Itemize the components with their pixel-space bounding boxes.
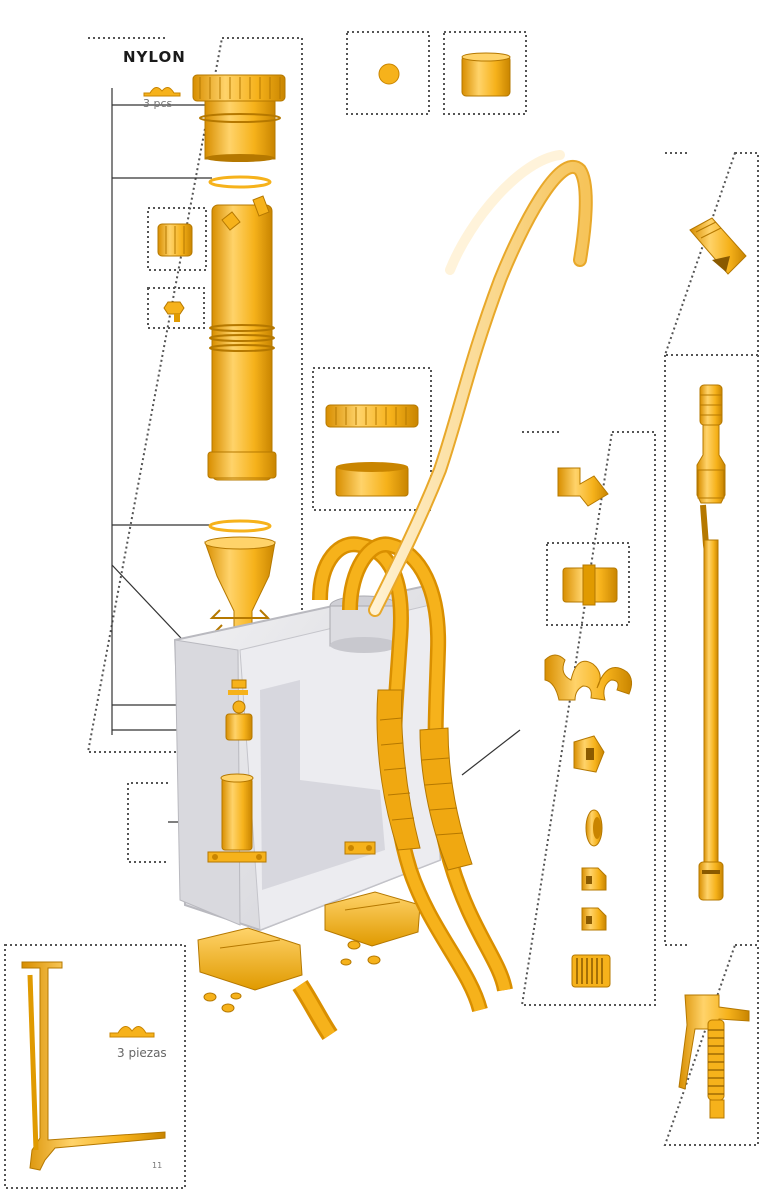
tank-outlet-fitting	[344, 841, 376, 855]
nozzle-tip-a	[581, 867, 607, 891]
frame-ball	[346, 31, 430, 115]
coupling-sleeve	[461, 52, 511, 97]
frame-coupling	[443, 31, 527, 115]
tank-cap	[325, 404, 419, 497]
frame-nylon-pump	[86, 37, 303, 753]
frame-lance	[664, 355, 759, 945]
clip-icon-es	[109, 1026, 155, 1038]
frame-fittings	[520, 431, 656, 1006]
frame-left-small	[127, 782, 168, 863]
o-ring-top	[208, 175, 272, 189]
shoulder-straps	[292, 536, 513, 1040]
frame-valve-pin	[147, 287, 205, 329]
filter-screen	[571, 954, 611, 988]
pressure-chamber	[207, 773, 267, 863]
clip-count-es-label: 3 piezas	[117, 1046, 167, 1060]
dotted-frames	[4, 31, 759, 1189]
spray-lance	[696, 384, 726, 901]
elbow-fitting	[557, 467, 609, 507]
o-ring-bottom	[208, 519, 272, 533]
ball-valve-icon	[378, 63, 400, 85]
strap-clips	[544, 654, 633, 701]
frame-agitator	[4, 944, 186, 1189]
valve-pin	[163, 301, 185, 322]
base-foot-right	[324, 891, 421, 947]
frame-trigger	[663, 944, 759, 1146]
frame-connector	[546, 542, 630, 626]
leader-lines	[111, 88, 521, 823]
pump-cylinder	[207, 195, 277, 481]
pump-top-cap	[192, 74, 286, 162]
material-label: NYLON	[123, 48, 186, 66]
hose-connector	[562, 564, 618, 606]
nozzle-icon	[689, 217, 747, 275]
pump-lower-parts	[225, 679, 253, 741]
clip-count-label: 3 pcs	[143, 97, 173, 110]
nozzle-tip-b	[581, 907, 607, 931]
strap-pads	[376, 689, 473, 871]
trigger-handle	[678, 994, 750, 1119]
lever-clip	[573, 735, 605, 773]
tiny-mark-label: 11	[152, 1161, 162, 1170]
pump-stem-nut	[157, 211, 241, 257]
base-foot-left	[197, 927, 303, 991]
washers	[203, 940, 381, 1013]
agitator-rod	[21, 961, 166, 1171]
seal-ring	[585, 809, 603, 847]
clip-icon	[143, 87, 181, 97]
